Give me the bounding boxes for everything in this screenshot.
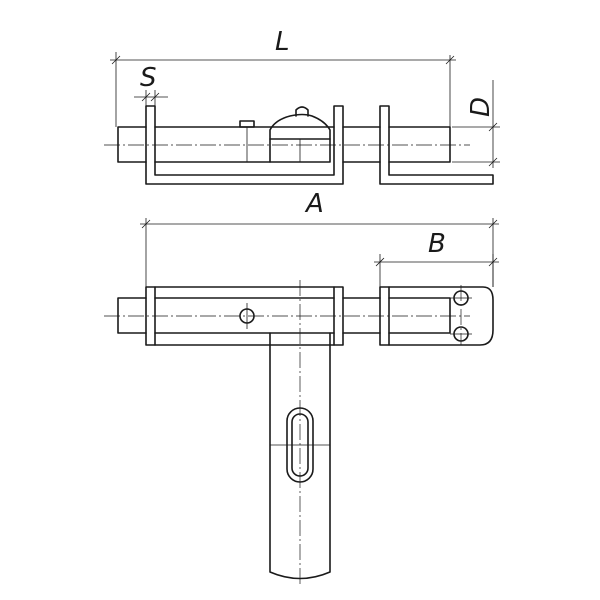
dim-a-tick-left [141, 219, 151, 229]
plan-left-bracket-outer [145, 286, 344, 346]
dim-s-label: S [140, 63, 157, 93]
side-left-bracket [145, 105, 344, 185]
plan-handle [269, 332, 331, 580]
side-handle-knob [269, 113, 331, 163]
dim-b-label: B [428, 229, 446, 259]
plan-view: A B [104, 189, 499, 585]
dim-s-tick-right [150, 92, 160, 102]
dim-a-tick-right [488, 219, 498, 229]
plan-bolt-rod [117, 297, 451, 334]
side-view: L S D [104, 27, 500, 185]
dim-d-label: D [466, 97, 496, 117]
dim-b-tick-right [488, 257, 498, 267]
side-strike-plate [379, 105, 494, 185]
side-bolt-rod [117, 126, 451, 163]
dim-s-tick-left [141, 92, 151, 102]
dim-b-tick-left [375, 257, 385, 267]
dim-d-tick-top [488, 122, 498, 132]
dim-l-tick-right [445, 55, 455, 65]
dim-l-label: L [275, 27, 290, 57]
dim-a-label: A [304, 189, 324, 219]
dim-l-tick-left [111, 55, 121, 65]
plan-strike-plate [379, 286, 494, 346]
side-pin [239, 120, 255, 128]
side-handle-tip [295, 106, 309, 117]
dim-d-tick-bottom [488, 157, 498, 167]
